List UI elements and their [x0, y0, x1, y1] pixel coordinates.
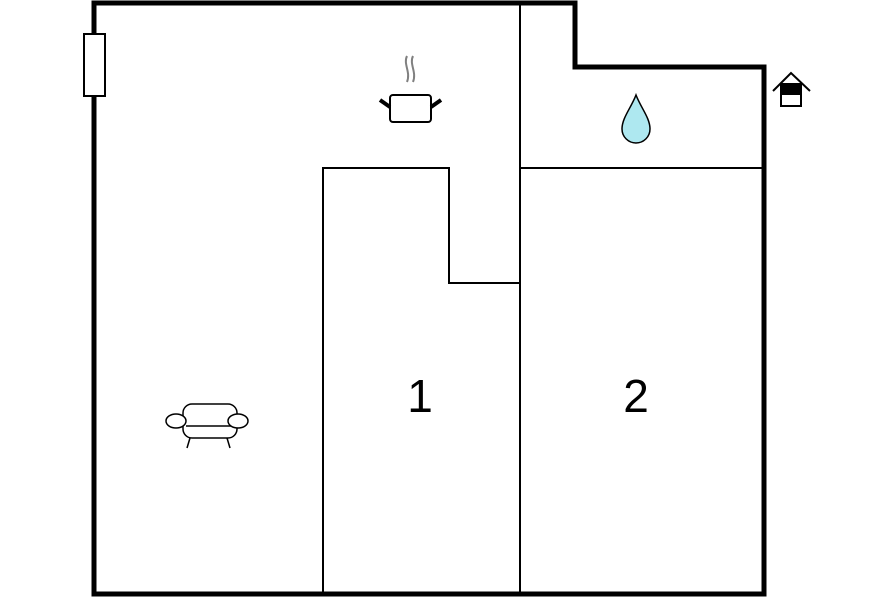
room-label-2: 2	[623, 370, 649, 422]
cooking-pot-icon	[378, 55, 443, 123]
window-marker	[83, 33, 106, 97]
outer-wall	[91, 0, 767, 597]
steam-lines	[404, 55, 416, 83]
room-label-1: 1	[407, 370, 433, 422]
water-drop-icon	[621, 92, 651, 144]
house-entrance-icon	[772, 71, 811, 107]
sofa-icon	[165, 403, 249, 449]
wall-bedroom1	[322, 167, 520, 594]
interior-walls	[322, 3, 764, 594]
